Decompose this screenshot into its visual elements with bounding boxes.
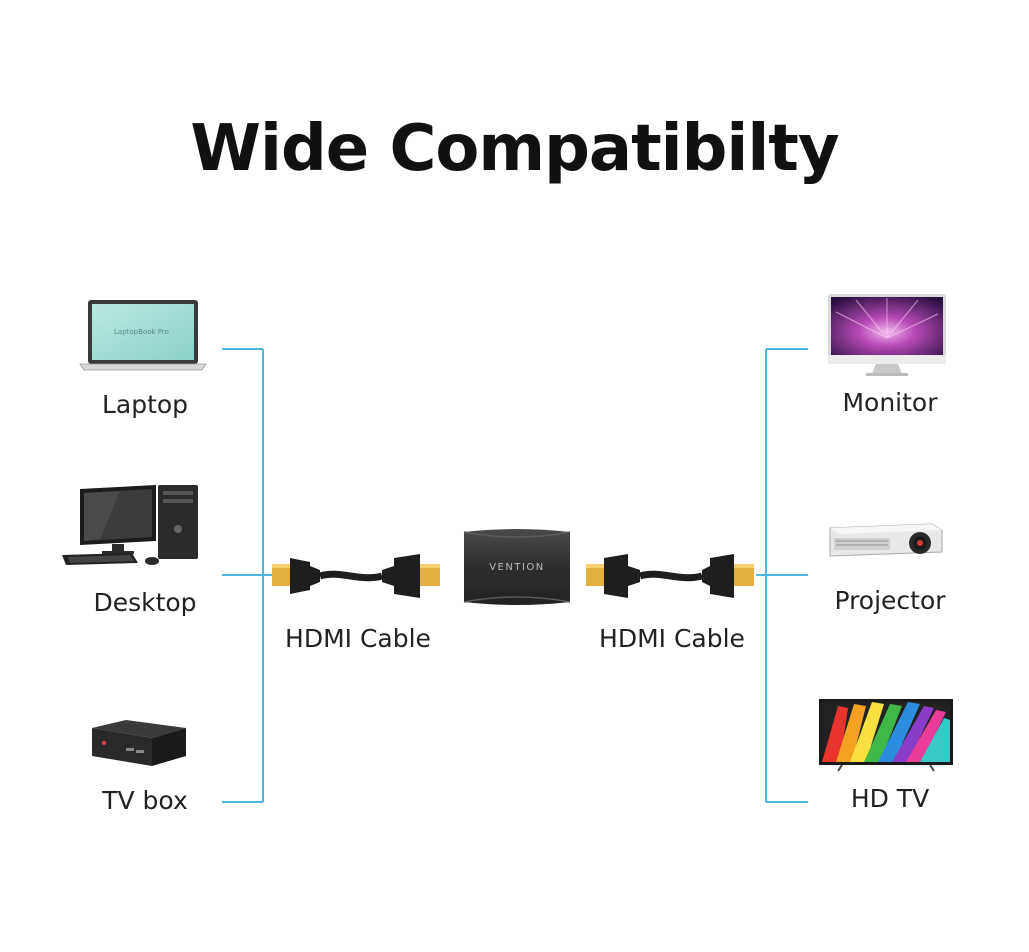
hdmi-cable-left-label: HDMI Cable [285, 624, 431, 653]
hd-tv-icon [818, 698, 954, 772]
page-title: Wide Compatibilty [190, 112, 839, 186]
projector-label: Projector [834, 586, 946, 615]
desktop-icon [60, 483, 202, 567]
hdmi-cable-right-label: HDMI Cable [599, 624, 745, 653]
projector-icon [826, 518, 946, 560]
tv-box-icon [86, 718, 190, 770]
laptop-label: Laptop [101, 390, 189, 419]
vention-adapter-icon: VENTION [458, 528, 576, 606]
hdmi-cable-left [270, 548, 446, 604]
monitor-label: Monitor [842, 388, 938, 417]
laptop-screen-text: LaptopBook Pro [114, 328, 169, 336]
hdmi-cable-right [584, 548, 760, 604]
desktop-label: Desktop [93, 588, 197, 617]
laptop-icon: LaptopBook Pro [78, 298, 208, 372]
adapter-brand: VENTION [489, 562, 545, 573]
monitor-icon [826, 292, 948, 378]
hd-tv-label: HD TV [850, 784, 930, 813]
tv-box-label: TV box [102, 786, 188, 815]
